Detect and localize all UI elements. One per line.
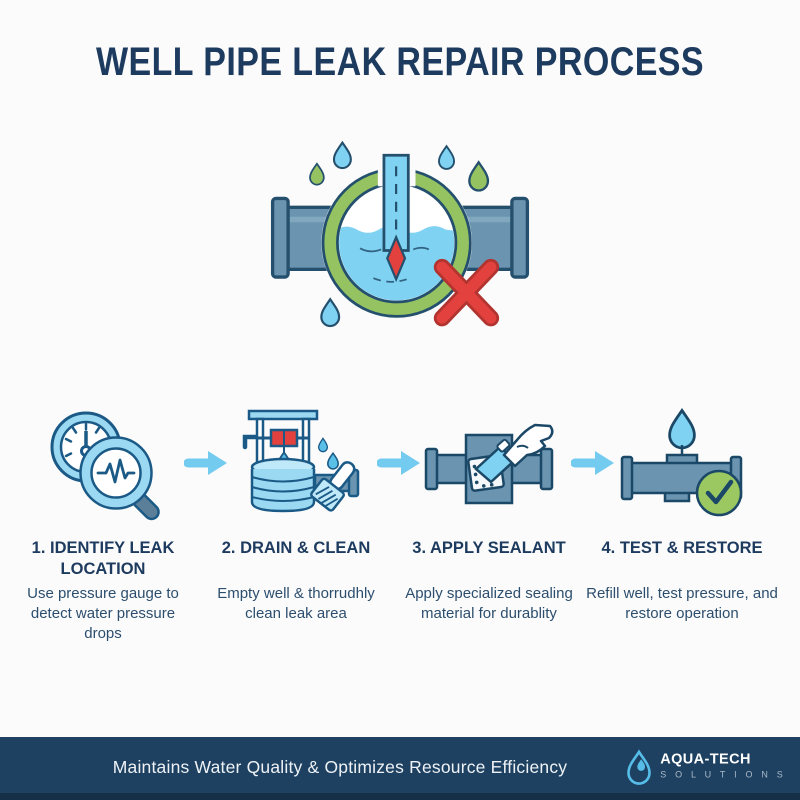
sealant-application-icon [424, 423, 554, 505]
step-4-description: Refill well, test pressure, and restore … [586, 585, 778, 623]
pipe-check-drop-icon [620, 407, 743, 517]
page-title: WELL PIPE LEAK REPAIR PROCESS [95, 40, 705, 84]
pulse-wave-icon [96, 458, 136, 484]
water-drop-icon [668, 407, 696, 457]
brush-icon [310, 461, 356, 512]
step-4: 4. TEST & RESTORE Refill well, test pres… [586, 396, 778, 624]
step-3-description: Apply specialized sealing material for d… [405, 585, 573, 623]
check-icon [695, 469, 743, 517]
arrow-right-icon [377, 451, 420, 475]
step-1-heading: 1. IDENTIFY LEAK LOCATION [31, 539, 175, 579]
footer-tagline: Maintains Water Quality & Optimizes Reso… [112, 756, 568, 777]
pressure-gauge-magnifier-icon [50, 411, 160, 521]
water-drop-icons [309, 140, 490, 328]
brand-name: AQUA-TECH [660, 751, 751, 768]
brand-logo: AQUA-TECH S O L U T I O N S [625, 748, 786, 785]
arrow-right-icon [184, 451, 227, 475]
footer-bottom-strip [0, 793, 800, 800]
leak-diamond-icon [386, 234, 407, 283]
well-pipe-leak-hero-illustration [270, 140, 530, 328]
water-drop-logo-icon [627, 748, 652, 785]
step-3: 3. APPLY SEALANT Apply specialized seali… [394, 396, 584, 624]
step-1: 1. IDENTIFY LEAK LOCATION Use pressure g… [8, 396, 198, 644]
well-icon [242, 409, 319, 513]
step-3-heading: 3. APPLY SEALANT [412, 539, 566, 557]
step-2-heading: 2. DRAIN & CLEAN [221, 539, 371, 557]
hand-icon [496, 423, 554, 468]
magnifier-icon [79, 436, 160, 521]
step-2: 2. DRAIN & CLEAN Empty well & thorrudhly… [201, 396, 391, 624]
x-icon [433, 258, 500, 327]
arrow-right-icon [571, 451, 614, 475]
step-1-description: Use pressure gauge to detect water press… [27, 585, 179, 643]
step-2-description: Empty well & thorrudhly clean leak area [217, 585, 375, 623]
well-drain-brush-icon [242, 409, 360, 513]
brand-subtitle: S O L U T I O N S [660, 769, 786, 780]
footer-bar: Maintains Water Quality & Optimizes Reso… [0, 737, 800, 800]
falling-drop-icons [317, 437, 339, 470]
step-4-heading: 4. TEST & RESTORE [601, 539, 763, 557]
